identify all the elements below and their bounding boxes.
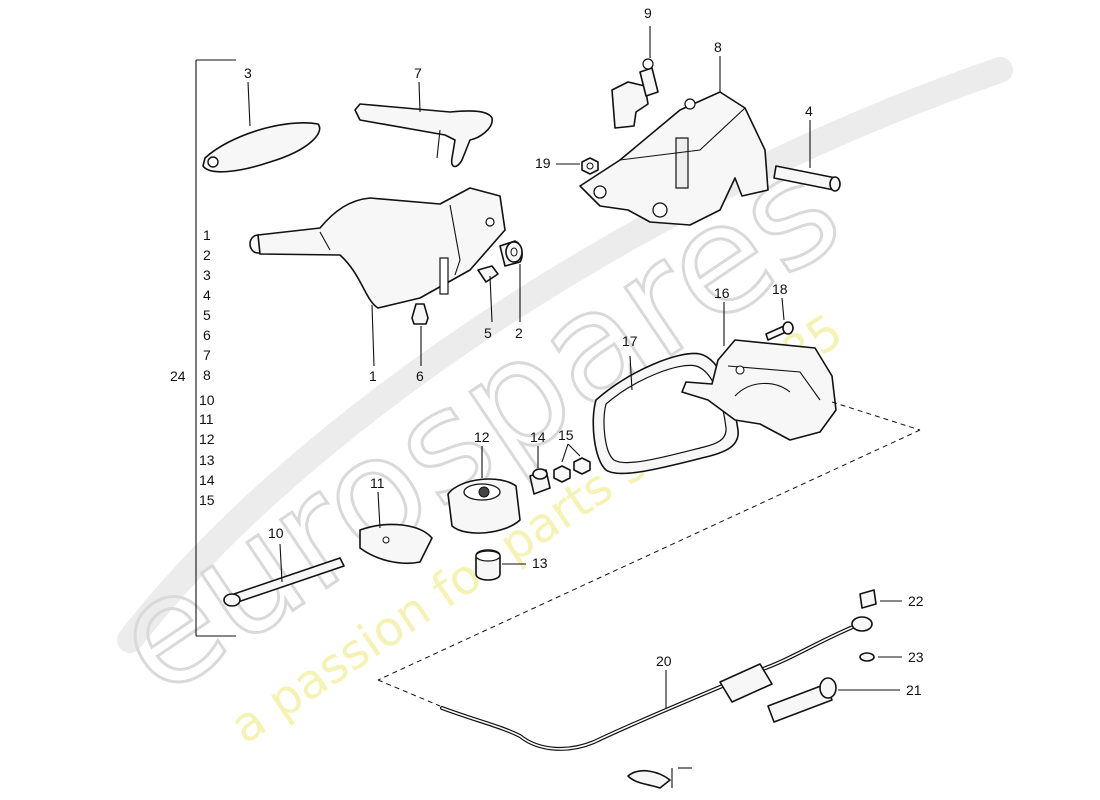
callout-21: 21 <box>906 682 922 698</box>
part-19-nut: 19 <box>535 155 599 175</box>
callout-3: 3 <box>244 65 252 81</box>
group-list-item: 5 <box>203 307 211 323</box>
part-21-boot: 21 <box>767 677 922 723</box>
part-11-sector: 11 <box>359 475 433 565</box>
group-list-item: 10 <box>199 392 215 408</box>
group-list-item: 6 <box>203 327 211 343</box>
callout-19: 19 <box>535 155 551 171</box>
group-list-item: 4 <box>203 287 211 303</box>
callout-10: 10 <box>268 525 284 541</box>
callout-5: 5 <box>484 325 492 341</box>
part-20-cable: 20 <box>440 616 873 751</box>
part-1-handbrake-lever: 1 <box>249 187 506 384</box>
callout-4: 4 <box>805 103 813 119</box>
group-list-item: 8 <box>203 367 211 383</box>
callout-13: 13 <box>532 555 548 571</box>
part-5-bolt: 5 <box>477 265 499 341</box>
alignment-line <box>377 429 921 681</box>
alignment-line <box>831 401 921 431</box>
callout-7: 7 <box>414 65 422 81</box>
part-8-bracket: 8 <box>579 39 769 226</box>
alignment-line <box>377 679 441 707</box>
group-list: 1 2 3 4 5 6 7 8 10 11 12 13 14 15 <box>199 227 215 508</box>
part-22-bolt: 22 <box>859 589 924 609</box>
watermark: eurospares a passion for parts since 198… <box>81 57 1013 755</box>
group-list-item: 13 <box>199 452 215 468</box>
part-12-cam: 12 <box>447 429 521 534</box>
group-list-item: 12 <box>199 431 215 447</box>
part-14-sleeve: 14 <box>529 429 551 495</box>
part-6-clip: 6 <box>411 303 429 384</box>
part-3-handle-grip: 3 <box>202 65 321 173</box>
callout-14: 14 <box>530 429 546 445</box>
part-2-bushing: 2 <box>499 240 523 341</box>
callout-6: 6 <box>416 368 424 384</box>
part-18-screw: 18 <box>765 281 794 341</box>
callout-8: 8 <box>714 39 722 55</box>
callout-16: 16 <box>714 285 730 301</box>
group-list-item: 2 <box>203 247 211 263</box>
callout-17: 17 <box>622 333 638 349</box>
cable-clip <box>627 767 692 789</box>
callout-20: 20 <box>656 653 672 669</box>
callout-15: 15 <box>558 427 574 443</box>
callout-9: 9 <box>644 5 652 21</box>
part-13-roller: 13 <box>475 549 548 581</box>
group-label: 24 <box>170 368 186 384</box>
part-10-rod: 10 <box>223 525 345 607</box>
callout-23: 23 <box>908 649 924 665</box>
group-list-item: 11 <box>199 411 214 427</box>
callout-22: 22 <box>908 593 924 609</box>
group-bracket: 24 <box>170 59 236 637</box>
callout-18: 18 <box>772 281 788 297</box>
callout-2: 2 <box>515 325 523 341</box>
group-list-item: 15 <box>199 492 215 508</box>
part-16-housing: 16 <box>681 285 837 441</box>
part-9-switch: 9 <box>611 5 659 129</box>
part-7-release-rod: 7 <box>354 65 493 168</box>
callout-12: 12 <box>474 429 490 445</box>
part-4-pin: 4 <box>773 103 841 192</box>
group-list-item: 7 <box>203 347 211 363</box>
group-list-item: 3 <box>203 267 211 283</box>
part-23-washer: 23 <box>859 649 924 665</box>
part-15-nuts: 15 <box>553 427 591 483</box>
callout-11: 11 <box>370 475 385 491</box>
group-list-item: 1 <box>203 227 211 243</box>
callout-1: 1 <box>369 368 377 384</box>
group-list-item: 14 <box>199 472 215 488</box>
